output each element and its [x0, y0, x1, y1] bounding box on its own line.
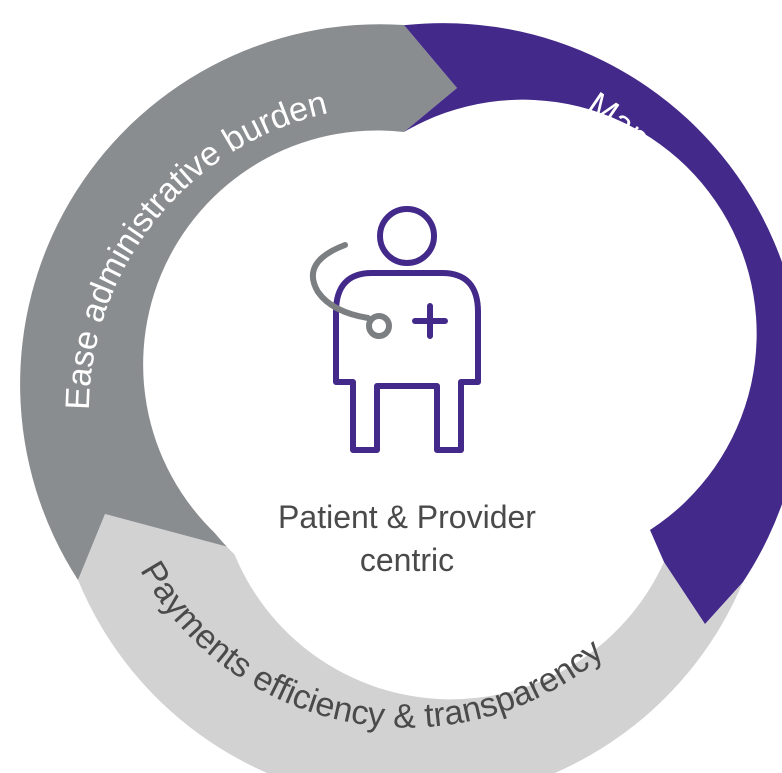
medical-cross-icon	[412, 303, 448, 339]
stethoscope-tube	[310, 242, 371, 321]
segment-payments-efficiency	[78, 514, 743, 773]
segment-ease-administrative-burden	[20, 24, 458, 580]
doctor-with-stethoscope-icon	[310, 206, 481, 453]
center-title-line2: centric	[360, 542, 454, 578]
doctor-head	[377, 206, 437, 266]
segment-manage-cash-flow	[404, 23, 782, 624]
stethoscope-chest-piece	[366, 313, 392, 339]
doctor-body	[333, 270, 481, 453]
center-title-line1: Patient & Provider	[278, 499, 536, 535]
